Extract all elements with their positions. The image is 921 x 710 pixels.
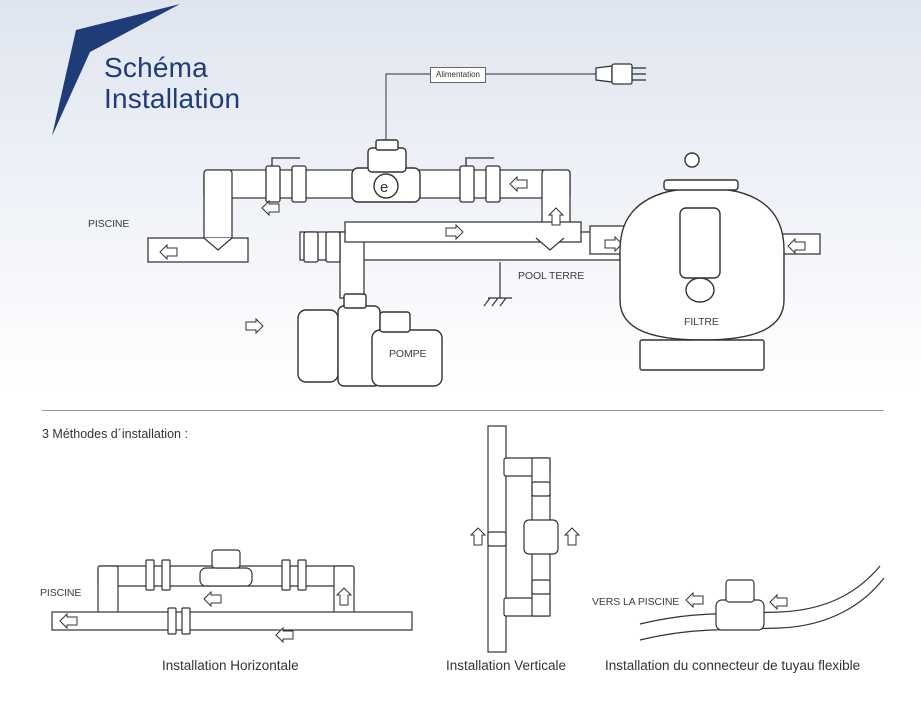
- svg-text:e: e: [380, 179, 388, 196]
- caption-horizontal: Installation Horizontale: [162, 658, 299, 673]
- ground-symbol: [483, 262, 512, 307]
- piscine-small-label: PISCINE: [40, 587, 82, 599]
- vertical-installation: [487, 425, 559, 653]
- filtre-label: FILTRE: [684, 316, 719, 328]
- methods-heading: 3 Méthodes d´installation :: [42, 427, 188, 441]
- caption-flexible: Installation du connecteur de tuyau flex…: [605, 658, 861, 673]
- sand-filter: [619, 152, 785, 371]
- power-plug-icon: [595, 63, 646, 85]
- decorative-corner-triangle: [52, 4, 180, 136]
- vers-la-piscine-label: VERS LA PISCINE: [592, 596, 680, 608]
- power-cable: [385, 73, 596, 146]
- alimentation-label: Alimentation: [430, 67, 486, 83]
- pool-terre-label: POOL TERRE: [518, 270, 585, 282]
- caption-vertical: Installation Verticale: [446, 658, 567, 673]
- pipe-junctions: [203, 237, 565, 251]
- horizontal-installation: [51, 549, 413, 635]
- valves: [265, 157, 501, 263]
- page-title: Schéma Installation: [104, 52, 240, 114]
- piscine-label: PISCINE: [88, 218, 130, 230]
- pompe-label: POMPE: [389, 348, 427, 360]
- flexible-hose-installation: [639, 565, 885, 641]
- pump: [297, 293, 443, 387]
- controller-unit: e: [351, 139, 421, 203]
- title-line-2: Installation: [104, 83, 241, 114]
- section-divider: [42, 410, 884, 411]
- title-line-1: Schéma: [104, 52, 208, 83]
